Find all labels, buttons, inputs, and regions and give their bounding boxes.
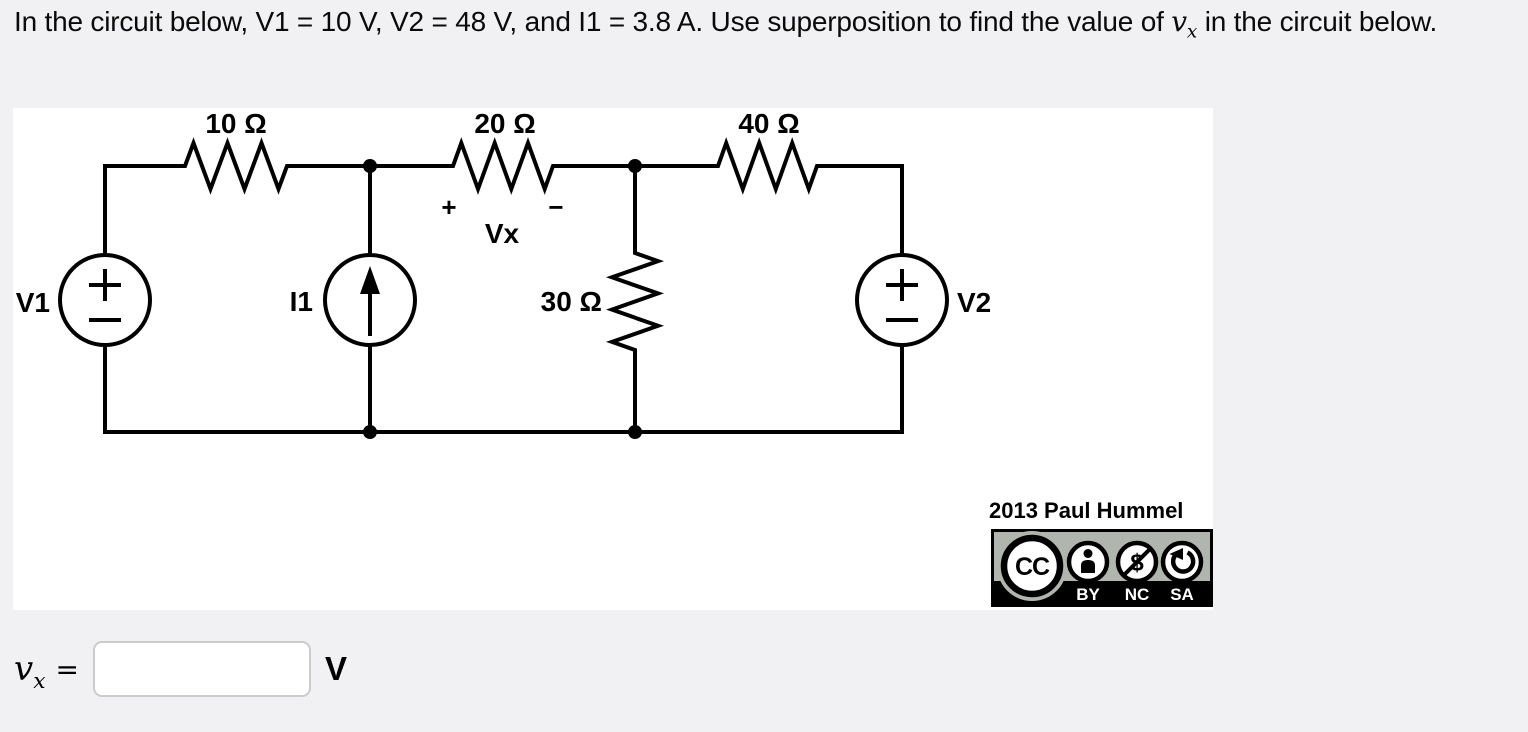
person-icon-body: [1081, 560, 1095, 573]
r40-label: 40 Ω: [738, 108, 799, 139]
cc-logo-text: CC: [1015, 553, 1050, 581]
answer-variable: vx: [14, 649, 46, 694]
node-dot-bottom-right: [628, 425, 642, 439]
attribution-text: 2013 Paul Hummel: [989, 498, 1184, 523]
question-text: In the circuit below, V1 = 10 V, V2 = 48…: [14, 4, 1514, 43]
answer-input[interactable]: [92, 641, 311, 697]
node-dot-top-right: [628, 159, 642, 173]
question-part1: In the circuit below, V1 = 10 V, V2 = 48…: [14, 6, 1172, 37]
r10-label: 10 Ω: [205, 108, 266, 139]
cc-logo-icon: [1000, 534, 1064, 598]
r20-label: 20 Ω: [474, 108, 535, 139]
cc-license-badge: CC $ BY NC SA: [991, 529, 1213, 607]
circuit-panel: 10 Ω 20 Ω 40 Ω + − Vx V1 I1 30 Ω V2 2013…: [13, 108, 1213, 610]
r30-branch-with-resistor: [605, 164, 665, 434]
question-part2: in the circuit below.: [1197, 6, 1438, 37]
license-sa-text: SA: [1170, 585, 1194, 604]
node-dot-top-left: [363, 159, 377, 173]
i1-arrow-head-icon: [360, 266, 380, 294]
counterclockwise-arrow-arc: [1170, 550, 1196, 574]
v2-plus-icon: [886, 269, 918, 301]
answer-equals-sign: =: [55, 652, 79, 686]
crossed-dollar-icon-slash: [1123, 547, 1152, 576]
v2-label: V2: [957, 287, 991, 318]
vx-label: Vx: [485, 218, 520, 249]
vx-plus-sign: +: [441, 192, 456, 222]
i1-label: I1: [290, 286, 313, 317]
answer-unit-label: V: [324, 650, 348, 687]
license-by-text: BY: [1076, 585, 1100, 604]
circuit-wires: [58, 137, 949, 434]
answer-row: vx = V: [14, 638, 347, 700]
person-icon-head: [1083, 549, 1093, 558]
v1-plus-icon: [89, 269, 121, 301]
r30-label: 30 Ω: [541, 286, 602, 317]
circuit-diagram: 10 Ω 20 Ω 40 Ω + − Vx V1 I1 30 Ω V2: [16, 108, 991, 439]
license-nc-text: NC: [1125, 585, 1150, 604]
v1-label: V1: [16, 287, 50, 318]
node-dot-bottom-left: [363, 425, 377, 439]
vx-minus-sign: −: [548, 192, 563, 222]
top-rail-with-resistors: [103, 137, 904, 195]
counterclockwise-arrow-head: [1169, 548, 1183, 560]
question-math-vx: vx: [1171, 5, 1198, 43]
